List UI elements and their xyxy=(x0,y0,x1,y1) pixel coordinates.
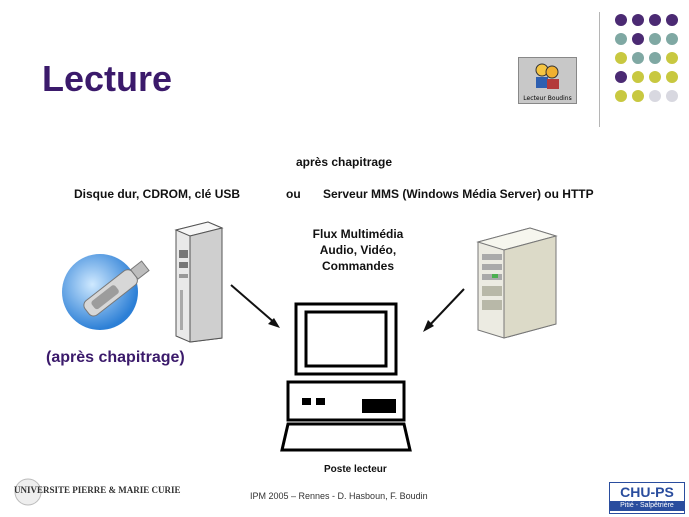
people-icon xyxy=(535,63,559,89)
university-name: UNIVERSITE PIERRE & MARIE CURIE xyxy=(14,485,181,495)
decor-dot xyxy=(615,14,627,26)
decor-dot xyxy=(632,90,644,102)
decor-dot xyxy=(615,90,627,102)
server-icon xyxy=(476,227,558,339)
source-server-label: Serveur MMS (Windows Média Server) ou HT… xyxy=(323,187,594,201)
usb-key-icon xyxy=(62,254,150,330)
client-computer-icon xyxy=(280,302,412,452)
decor-dot xyxy=(666,14,678,26)
decor-dot xyxy=(632,14,644,26)
decor-dot xyxy=(649,52,661,64)
flux-multimedia-text: Flux Multimédia Audio, Vidéo, Commandes xyxy=(296,226,420,274)
decor-dot xyxy=(649,33,661,45)
footer-credits: IPM 2005 – Rennes - D. Hasboun, F. Boudi… xyxy=(250,491,428,501)
decor-dot xyxy=(615,71,627,83)
decor-dot xyxy=(632,33,644,45)
slide-title: Lecture xyxy=(42,58,173,99)
divider-line xyxy=(599,12,600,127)
chu-logo-name: CHU-PS xyxy=(620,484,674,500)
decor-dot xyxy=(632,52,644,64)
lecteur-button[interactable]: Lecteur Boudins xyxy=(518,57,577,104)
decor-dot xyxy=(666,71,678,83)
subtitle-apres-chapitrage: après chapitrage xyxy=(296,155,393,169)
decor-dot xyxy=(666,52,678,64)
source-local-label: Disque dur, CDROM, clé USB xyxy=(74,187,241,201)
tower-pc-icon xyxy=(174,221,224,343)
decor-dot xyxy=(649,90,661,102)
arrow-right-icon xyxy=(423,288,465,332)
decor-dot xyxy=(666,90,678,102)
client-caption: Poste lecteur xyxy=(324,464,387,475)
decor-dot xyxy=(615,33,627,45)
lecteur-button-label: Lecteur Boudins xyxy=(523,95,572,102)
decor-dot xyxy=(666,33,678,45)
university-logo: UNIVERSITE PIERRE & MARIE CURIE xyxy=(14,473,181,511)
decor-dot xyxy=(615,52,627,64)
chu-logo: CHU-PS Pitié - Salpêtrière xyxy=(609,482,685,514)
university-seal-icon xyxy=(14,478,42,506)
chu-logo-sub: Pitié - Salpêtrière xyxy=(610,501,684,511)
decor-dot xyxy=(649,14,661,26)
dot-grid-decoration xyxy=(615,14,678,102)
flux-line-2: Audio, Vidéo, xyxy=(319,243,397,257)
or-label: ou xyxy=(286,187,301,201)
decor-dot xyxy=(632,71,644,83)
arrow-left-icon xyxy=(230,284,280,328)
flux-line-1: Flux Multimédia xyxy=(312,227,404,241)
left-caption: (après chapitrage) xyxy=(46,349,185,366)
flux-line-3: Commandes xyxy=(321,259,395,273)
decor-dot xyxy=(649,71,661,83)
